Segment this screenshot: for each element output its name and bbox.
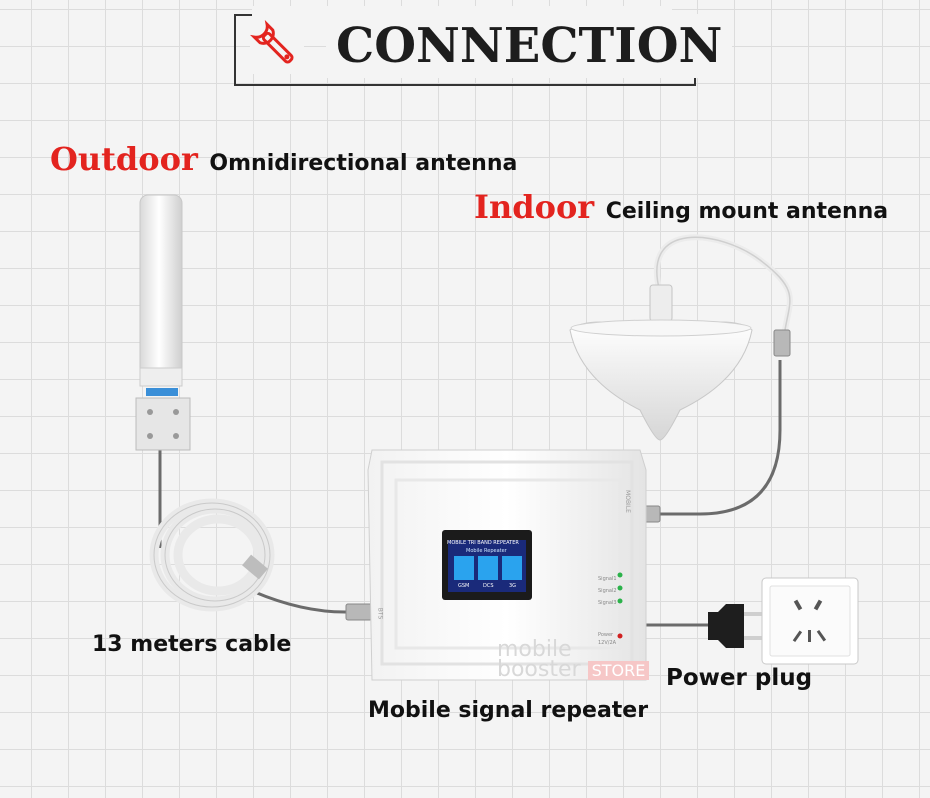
voltage-label: 12V/2A [598, 640, 617, 646]
outdoor-desc: Omnidirectional antenna [209, 151, 518, 176]
repeater-box [367, 449, 647, 681]
cable-label: 13 meters cable [92, 632, 292, 657]
cable-coil [149, 498, 275, 612]
band-gsm: GSM [458, 583, 470, 589]
power-plug [708, 604, 762, 648]
store-watermark: mobile booster STORE [497, 637, 650, 681]
power-indicator-label: Power [598, 632, 614, 638]
wall-socket [761, 577, 859, 665]
port-mobile-label: MOBILE [623, 490, 631, 513]
screen-title: MOBILE TRI BAND REPEATER [447, 540, 519, 546]
outdoor-caption: Outdoor Omnidirectional antenna [50, 140, 517, 178]
wrench-icon [249, 19, 304, 74]
port-bts-label: BTS [376, 607, 384, 620]
indicator-3: Signal3 [598, 600, 617, 606]
watermark-line2: booster STORE [497, 659, 650, 681]
band-3g: 3G [509, 583, 517, 589]
repeater-label: Mobile signal repeater [368, 698, 649, 723]
ceiling-antenna [569, 284, 753, 441]
watermark-store: STORE [587, 661, 650, 680]
indoor-tag: Indoor [474, 188, 595, 226]
screen-subtitle: Mobile Repeater [466, 548, 507, 554]
indicator-2: Signal2 [598, 588, 617, 594]
indicator-1: Signal1 [598, 576, 617, 582]
indoor-desc: Ceiling mount antenna [605, 199, 889, 224]
page-title: CONNECTION [326, 14, 733, 78]
indoor-caption: Indoor Ceiling mount antenna [474, 188, 888, 226]
outdoor-tag: Outdoor [50, 140, 198, 178]
band-dcs: DCS [483, 583, 494, 589]
watermark-line1: mobile [497, 637, 572, 662]
ceiling-antenna-cable [654, 234, 793, 331]
power-plug-label: Power plug [666, 665, 813, 691]
outdoor-antenna [135, 194, 191, 451]
